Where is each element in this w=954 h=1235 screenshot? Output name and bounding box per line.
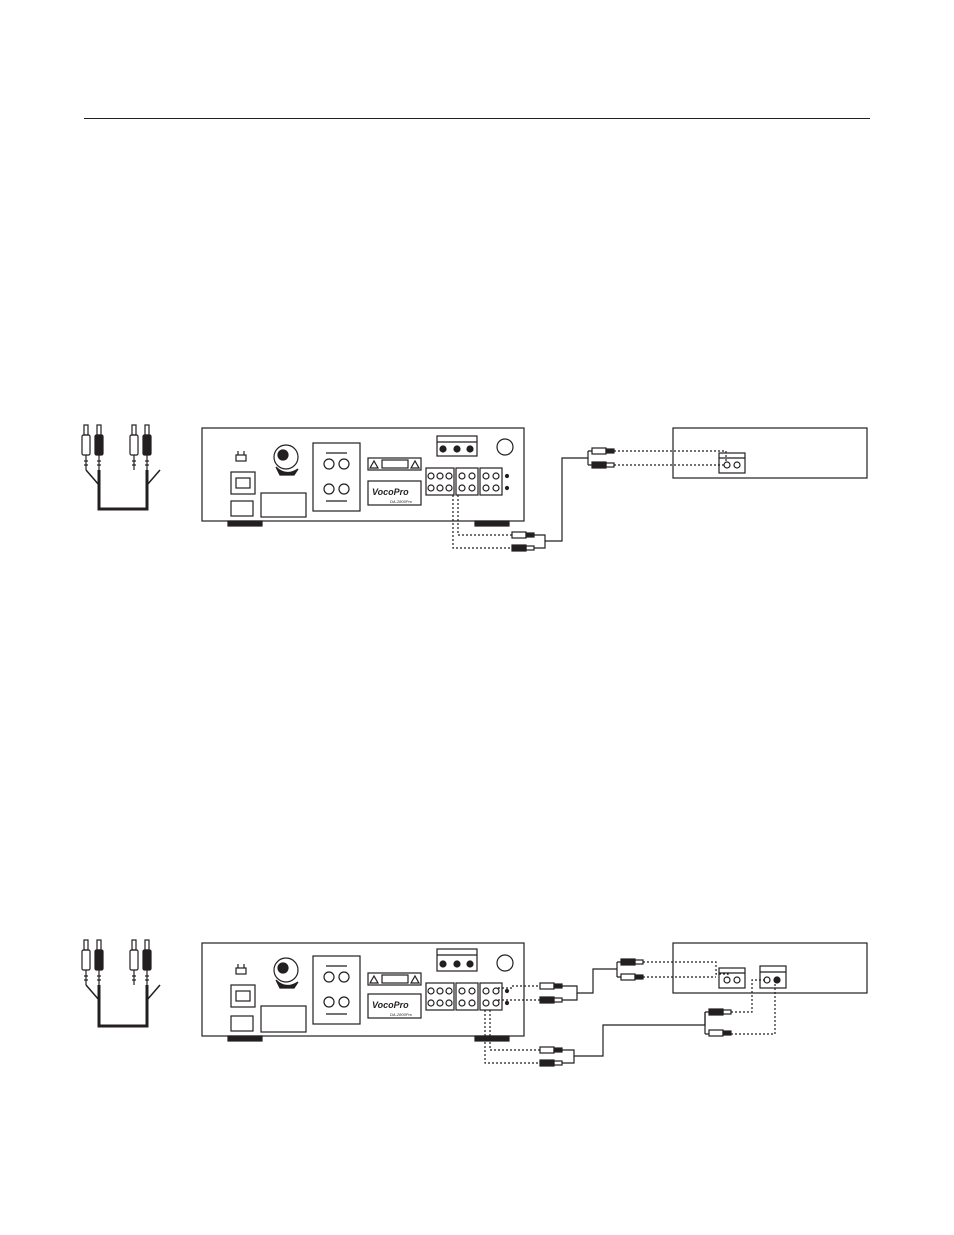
round-knob-icon: [497, 955, 513, 971]
plug-pair-main-lower: [540, 1047, 562, 1066]
rca-stereo-cable-icon: [82, 425, 160, 509]
logo-text: VocoPro: [372, 487, 409, 497]
external-jack-panel-2: [760, 966, 786, 988]
external-device: [673, 943, 867, 993]
model-text: DA-2800Pro: [390, 1012, 413, 1017]
plug-pair-device-upper: [621, 959, 643, 980]
ac-inlet: [231, 472, 255, 494]
external-jack-panel: [719, 453, 745, 473]
plug-pair-main: [512, 532, 534, 551]
connection-diagram-double: VocoPro DA-2800Pro: [0, 930, 954, 1120]
plug-pair-device-lower: [709, 1009, 731, 1036]
plug-pair-main-upper: [540, 983, 562, 1003]
lion-emblem-icon: [274, 445, 298, 475]
main-unit-rear-panel: [202, 428, 524, 526]
connection-diagram-single: VocoPro DA-2800Pro: [0, 415, 954, 605]
main-unit-rear-panel: [202, 943, 524, 1041]
power-switch-icon: [236, 451, 246, 461]
external-device: [673, 428, 867, 478]
power-switch-icon: [236, 964, 246, 974]
external-jack-panel-1: [719, 968, 745, 988]
top-rule: [84, 118, 870, 119]
rca-stereo-cable-icon: [82, 940, 160, 1026]
model-text: DA-2800Pro: [390, 499, 413, 504]
lion-emblem-icon: [274, 958, 298, 988]
round-knob-icon: [497, 439, 513, 455]
plug-pair-device: [592, 448, 614, 468]
logo-text: VocoPro: [372, 1000, 409, 1010]
